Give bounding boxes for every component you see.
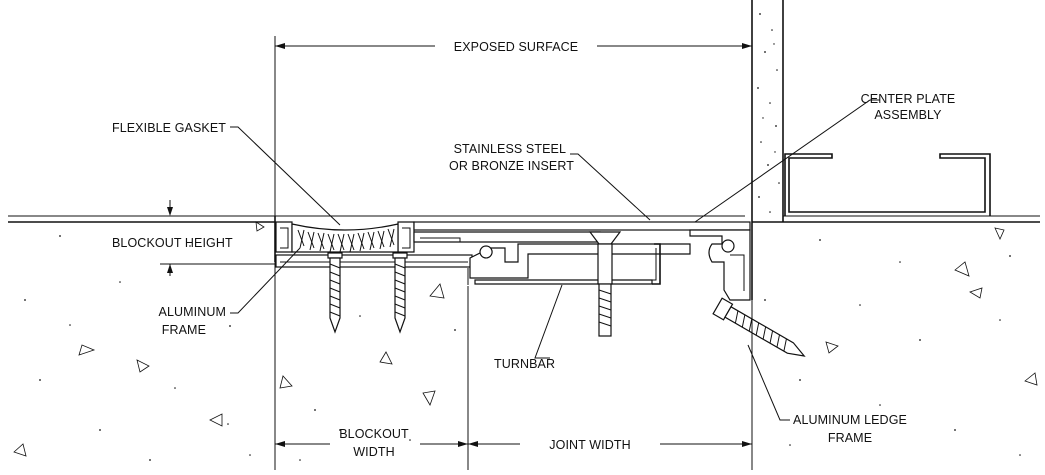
left-anchor-bolt <box>327 252 343 334</box>
ledge-anchor-bolt <box>712 297 806 357</box>
blockout-height-dimension <box>160 200 275 276</box>
center-plate <box>413 221 751 285</box>
finished-floor-line <box>8 215 1040 223</box>
slab-aggregate <box>13 221 1038 457</box>
blockout-width-label-line1: BLOCKOUT <box>339 427 409 441</box>
exposed-surface-dimension <box>274 36 752 216</box>
aluminum-frame-label-line1: ALUMINUM <box>159 305 226 319</box>
concrete-wall <box>751 0 784 222</box>
stainless-insert-label-line1: STAINLESS STEEL <box>454 142 566 156</box>
center-bolt <box>588 231 622 337</box>
stainless-insert-label-line2: OR BRONZE INSERT <box>449 159 574 173</box>
leader-lines <box>230 99 880 421</box>
blockout-height-label: BLOCKOUT HEIGHT <box>112 236 233 250</box>
flexible-gasket <box>291 223 399 253</box>
ledge-frame-label-line2: FRAME <box>828 431 872 445</box>
center-plate-label-line1: CENTER PLATE <box>861 92 956 106</box>
exposed-surface-label: EXPOSED SURFACE <box>454 40 578 54</box>
flexible-gasket-label: FLEXIBLE GASKET <box>112 121 226 135</box>
aluminum-frame-label-line2: FRAME <box>162 323 206 337</box>
ledge-frame <box>689 229 751 301</box>
slab-specks <box>24 235 1021 461</box>
aluminum-frame <box>275 221 601 268</box>
joint-width-label: JOINT WIDTH <box>549 438 630 452</box>
blockout-edges <box>274 216 753 300</box>
wall-aggregate <box>757 13 780 213</box>
center-plate-label-line2: ASSEMBLY <box>874 108 942 122</box>
turnbar-label: TURNBAR <box>494 357 555 371</box>
turnbar <box>652 243 661 285</box>
left-anchor-bolt-2 <box>392 252 408 334</box>
ledge-frame-label-line1: ALUMINUM LEDGE <box>793 413 907 427</box>
blockout-width-label-line2: WIDTH <box>353 445 394 459</box>
bottom-dimensions <box>274 262 753 470</box>
embedded-channel <box>784 153 991 216</box>
